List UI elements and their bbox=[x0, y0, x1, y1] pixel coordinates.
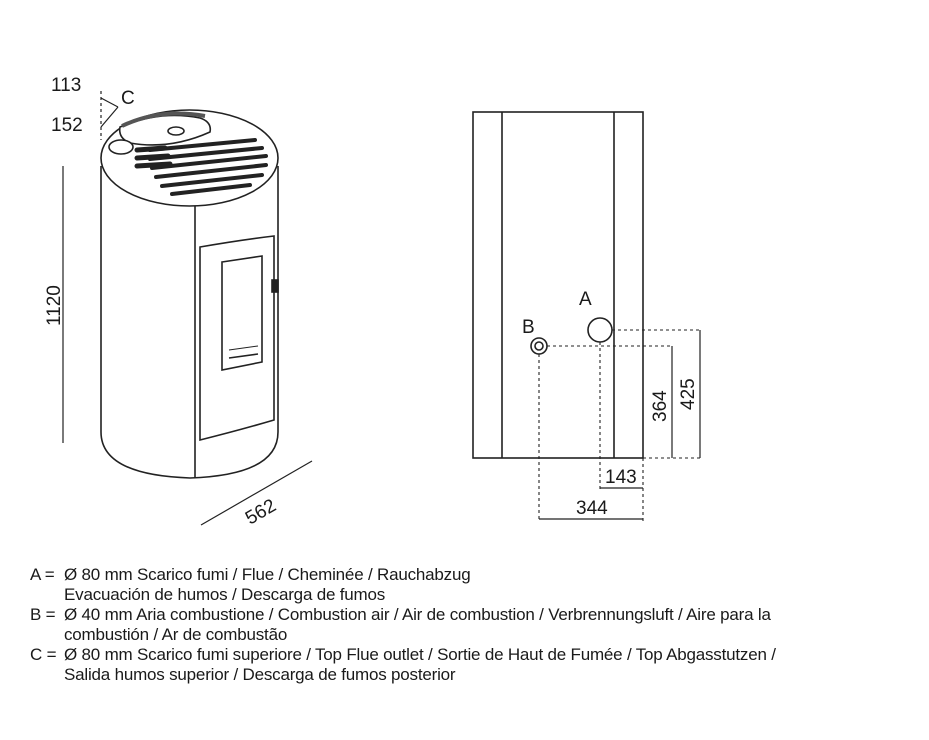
legend-line: Ø 80 mm Scarico fumi superiore / Top Flu… bbox=[64, 645, 776, 664]
legend-line: Salida humos superior / Descarga de fumo… bbox=[64, 665, 456, 684]
outlet-a bbox=[587, 317, 613, 343]
technical-drawing: 113 152 C 1120 562 A B 364 425 143 344 bbox=[44, 75, 701, 529]
legend: A = Ø 80 mm Scarico fumi / Flue / Chemin… bbox=[30, 565, 910, 685]
dim-top-152: 152 bbox=[51, 115, 83, 136]
dim-364: 364 bbox=[650, 390, 671, 422]
front-dimension-lines bbox=[62, 91, 313, 526]
outlet-b bbox=[530, 337, 548, 355]
legend-key: C = bbox=[30, 645, 57, 664]
dim-344: 344 bbox=[576, 498, 608, 519]
stove-rear-view bbox=[472, 111, 644, 459]
side-dimension-solid bbox=[539, 330, 701, 520]
legend-key: A = bbox=[30, 565, 55, 584]
legend-line: combustión / Ar de combustão bbox=[64, 625, 288, 644]
legend-line: Ø 40 mm Aria combustione / Combustion ai… bbox=[64, 605, 771, 624]
dim-top-113: 113 bbox=[51, 75, 81, 96]
top-grille bbox=[134, 138, 268, 196]
legend-item-a: A = Ø 80 mm Scarico fumi / Flue / Chemin… bbox=[30, 565, 910, 605]
legend-item-b: B = Ø 40 mm Aria combustione / Combustio… bbox=[30, 605, 910, 645]
legend-line: Evacuación de humos / Descarga de fumos bbox=[64, 585, 386, 604]
dim-height-1120: 1120 bbox=[44, 285, 65, 326]
side-dimension-lines bbox=[538, 329, 700, 522]
legend-item-c: C = Ø 80 mm Scarico fumi superiore / Top… bbox=[30, 645, 910, 685]
dim-425: 425 bbox=[678, 378, 699, 410]
label-a: A bbox=[579, 289, 592, 310]
dim-diameter-562: 562 bbox=[242, 495, 280, 529]
dim-143: 143 bbox=[605, 467, 637, 488]
label-b: B bbox=[522, 317, 535, 338]
legend-line: Ø 80 mm Scarico fumi / Flue / Cheminée /… bbox=[64, 565, 471, 584]
top-flue-outlet bbox=[108, 139, 134, 155]
label-c: C bbox=[121, 88, 135, 109]
legend-key: B = bbox=[30, 605, 56, 624]
